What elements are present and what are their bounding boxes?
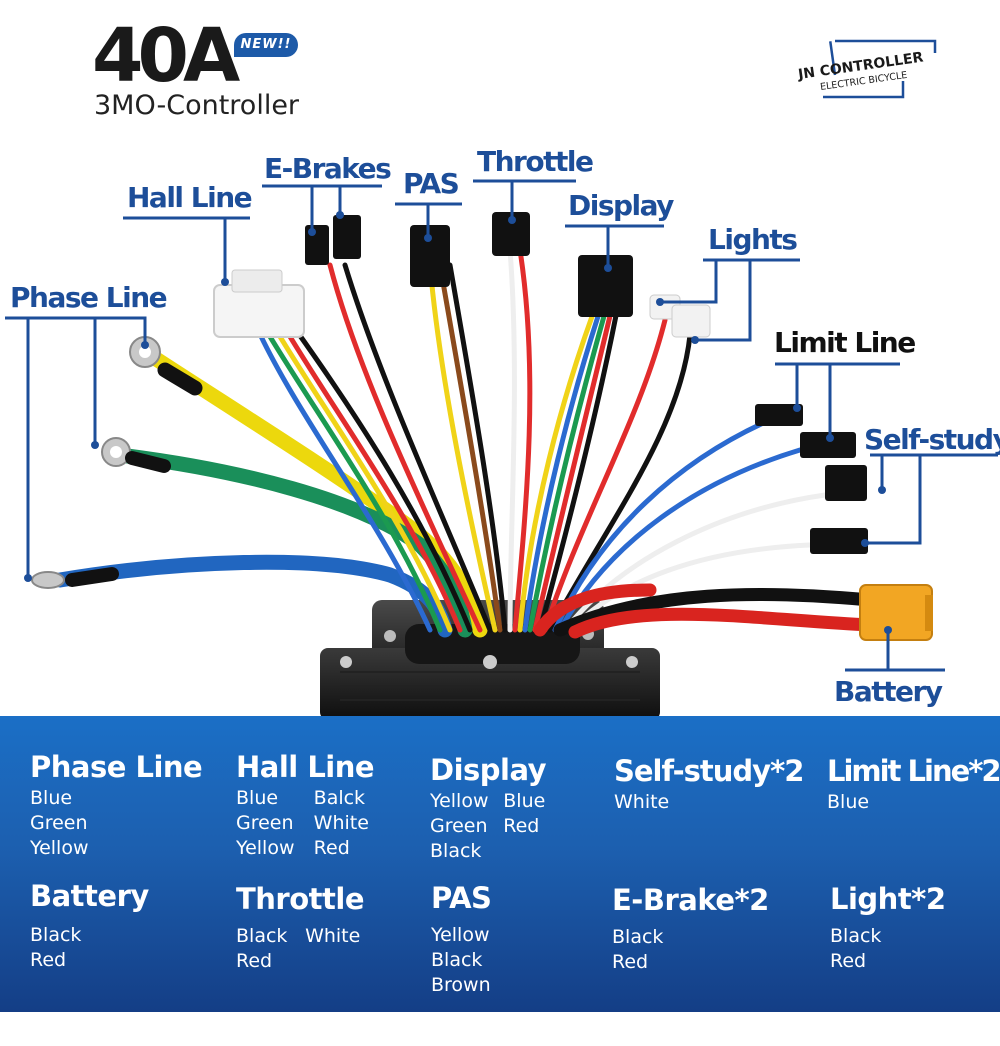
legend-title: Throttle <box>236 882 365 916</box>
legend-title: Hall Line <box>236 750 375 784</box>
legend-color: Red <box>313 837 350 859</box>
callout-pas: PAS <box>403 167 460 200</box>
legend-color: Red <box>503 815 540 837</box>
callout-self-study: Self-study <box>864 423 1000 456</box>
phase-terminals <box>31 336 203 589</box>
legend-title: Limit Line*2 <box>827 754 1000 788</box>
light-connector-2 <box>671 304 711 338</box>
legend-color: Yellow <box>430 790 489 812</box>
callout-battery: Battery <box>834 675 943 708</box>
legend-color: Green <box>430 815 488 837</box>
legend-color: Red <box>236 950 273 972</box>
legend-title: Self-study*2 <box>614 754 804 788</box>
product-subtitle: 3MO-Controller <box>94 90 300 121</box>
wire-color-legend-panel: Phase Line Blue Green Yellow Hall Line B… <box>0 716 1000 1012</box>
legend-display: Display Yellow Blue Green Red Black <box>430 753 547 864</box>
limit-connector-2 <box>800 432 856 458</box>
pas-connector <box>410 225 450 287</box>
selfstudy-connector-1 <box>825 465 867 501</box>
legend-light: Light*2 Black Red <box>830 882 946 974</box>
legend-color: Black <box>430 840 482 862</box>
legend-battery: Battery Black Red <box>30 879 149 973</box>
legend-color: Green <box>30 812 88 834</box>
legend-color: Yellow <box>431 924 490 946</box>
battery-wire-red <box>568 607 877 639</box>
legend-color: Black <box>612 926 664 948</box>
legend-color: Black <box>30 924 82 946</box>
throttle-connector <box>492 212 530 256</box>
callout-hall-line: Hall Line <box>127 181 253 214</box>
legend-color: Green <box>236 812 294 834</box>
battery-xt60-connector <box>859 584 933 641</box>
controller-housing <box>320 648 660 720</box>
display-connector <box>578 255 633 317</box>
callout-lights: Lights <box>708 223 798 256</box>
callout-throttle: Throttle <box>477 145 594 178</box>
legend-self-study: Self-study*2 White <box>614 754 804 815</box>
legend-hall-line: Hall Line Blue Balck Green White Yellow … <box>236 750 375 861</box>
legend-color: Balck <box>313 787 366 809</box>
legend-color: Blue <box>827 791 870 813</box>
jn-controller-logo: JN CONTROLLER ELECTRIC BICYCLE <box>796 39 937 99</box>
legend-title: Display <box>430 753 547 787</box>
legend-throttle: Throttle Black White Red <box>236 882 365 974</box>
legend-color: Black <box>830 925 882 947</box>
legend-color: Yellow <box>30 837 89 859</box>
legend-title: Light*2 <box>830 882 946 916</box>
connectors <box>213 212 933 641</box>
legend-phase-line: Phase Line Blue Green Yellow <box>30 750 203 861</box>
legend-color: Blue <box>236 787 279 809</box>
product-amperage-title: 40A <box>92 13 240 99</box>
legend-title: E-Brake*2 <box>612 883 769 917</box>
legend-color: Black <box>431 949 483 971</box>
bottom-margin <box>0 1012 1000 1046</box>
legend-color: White <box>313 812 369 834</box>
controller-wiring-illustration <box>5 179 998 720</box>
legend-title: Battery <box>30 879 149 913</box>
legend-color: White <box>305 925 361 947</box>
callout-display: Display <box>568 189 674 222</box>
hall-connector <box>213 284 305 338</box>
legend-e-brake: E-Brake*2 Black Red <box>612 883 769 975</box>
callout-phase-line: Phase Line <box>10 281 168 314</box>
ebrake-connector-2 <box>333 215 361 259</box>
legend-color: Blue <box>503 790 546 812</box>
limit-connector-1 <box>755 404 803 426</box>
legend-color: Red <box>612 951 649 973</box>
new-badge: NEW!! <box>234 33 298 57</box>
callout-limit-line: Limit Line <box>774 326 916 359</box>
legend-title: Phase Line <box>30 750 203 784</box>
legend-limit-line: Limit Line*2 Blue <box>827 754 1000 815</box>
legend-color: Blue <box>30 787 73 809</box>
legend-color: Brown <box>431 974 491 996</box>
battery-wire-black <box>553 587 877 637</box>
legend-color: Black <box>236 925 288 947</box>
phase-wire-blue <box>52 554 453 638</box>
legend-color: Red <box>830 950 867 972</box>
legend-pas: PAS Yellow Black Brown <box>431 881 492 998</box>
legend-color: Red <box>30 949 67 971</box>
selfstudy-connector-2 <box>810 528 868 554</box>
callout-e-brakes: E-Brakes <box>264 152 392 185</box>
legend-title: PAS <box>431 881 492 915</box>
legend-color: White <box>614 791 670 813</box>
legend-color: Yellow <box>236 837 295 859</box>
